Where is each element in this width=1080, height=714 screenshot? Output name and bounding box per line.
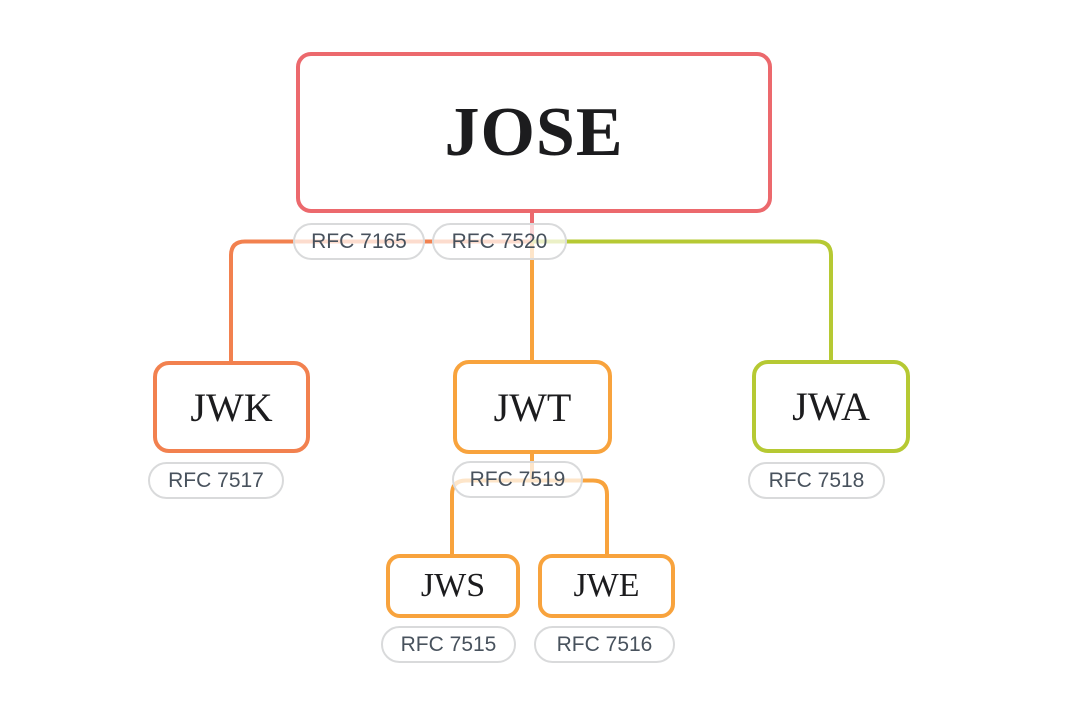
rfc-badge-7516: RFC 7516 bbox=[534, 626, 675, 663]
node-jws-label: JWS bbox=[420, 567, 486, 604]
node-jwe[interactable]: JWE bbox=[538, 554, 675, 618]
rfc-badge-7515: RFC 7515 bbox=[381, 626, 516, 663]
link-jose-jwa bbox=[532, 239, 833, 363]
node-jwk-label: JWK bbox=[190, 384, 273, 430]
rfc-badge-7517: RFC 7517 bbox=[148, 462, 284, 499]
node-jose[interactable]: JOSE bbox=[296, 52, 772, 213]
node-jwt-label: JWT bbox=[493, 384, 572, 430]
rfc-badge-7518: RFC 7518 bbox=[748, 462, 885, 499]
node-jws[interactable]: JWS bbox=[386, 554, 520, 618]
node-jwa[interactable]: JWA bbox=[752, 360, 910, 453]
rfc-badge-7520: RFC 7520 bbox=[432, 223, 567, 260]
rfc-badge-7165: RFC 7165 bbox=[293, 223, 425, 260]
node-jwa-label: JWA bbox=[792, 384, 870, 429]
rfc-badge-7519: RFC 7519 bbox=[452, 461, 583, 498]
node-jwe-label: JWE bbox=[573, 567, 640, 604]
node-jwk[interactable]: JWK bbox=[153, 361, 310, 453]
node-jwt[interactable]: JWT bbox=[453, 360, 612, 454]
node-jose-label: JOSE bbox=[444, 93, 624, 171]
